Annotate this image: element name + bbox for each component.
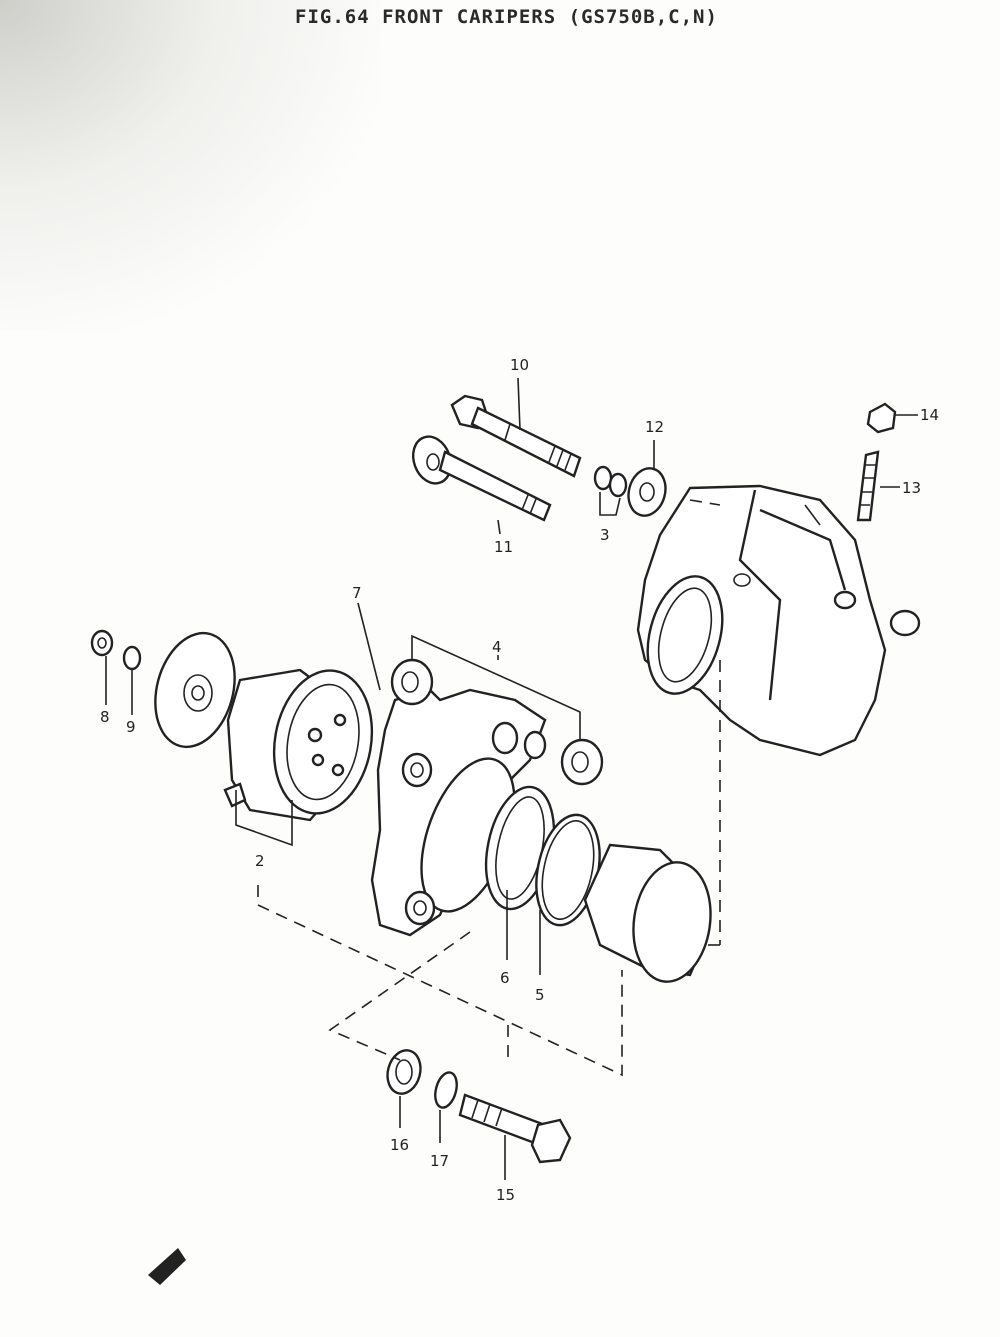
callout-14: 14 <box>920 406 939 424</box>
figure-title: FIG.64 FRONT CARIPERS (GS750B,C,N) <box>295 6 718 28</box>
pad-shim-9 <box>122 645 142 671</box>
washer-12 <box>627 467 667 517</box>
front-arrow-icon <box>148 1248 186 1285</box>
caliper-housing <box>636 484 921 757</box>
washer-16 <box>386 1049 422 1095</box>
callout-15: 15 <box>496 1186 515 1204</box>
callout-13: 13 <box>902 479 921 497</box>
bolt-10 <box>450 394 582 478</box>
callout-2: 2 <box>255 852 265 870</box>
callout-9: 9 <box>126 718 136 736</box>
callout-10: 10 <box>510 356 529 374</box>
piston <box>583 843 712 983</box>
leader-lines <box>105 377 918 1180</box>
callout-17: 17 <box>430 1152 449 1170</box>
assembly-dashed-lines <box>257 499 721 1077</box>
callout-16: 16 <box>390 1136 409 1154</box>
bleeder-screw <box>856 450 880 522</box>
callout-5: 5 <box>535 986 545 1004</box>
callout-labels: 10 11 3 12 13 14 8 9 7 4 2 6 5 16 17 15 … <box>100 356 939 1204</box>
scan-noise <box>0 0 380 330</box>
callout-12: 12 <box>645 418 664 436</box>
washer-3 <box>593 465 628 498</box>
callout-6: 6 <box>500 969 510 987</box>
bolt-11 <box>411 435 552 522</box>
bleeder-cap <box>866 402 897 434</box>
bolt-15 <box>458 1093 572 1164</box>
callout-11: 11 <box>494 538 513 556</box>
callout-8: 8 <box>100 708 110 726</box>
washer-17 <box>434 1071 458 1109</box>
pad-shim-8 <box>90 629 114 657</box>
callout-7: 7 <box>352 584 362 602</box>
pad-assembly <box>223 668 374 822</box>
callout-4: 4 <box>492 638 502 656</box>
brake-pad-set <box>154 631 236 749</box>
bracket-sleeves <box>390 658 604 786</box>
callout-3: 3 <box>600 526 610 544</box>
